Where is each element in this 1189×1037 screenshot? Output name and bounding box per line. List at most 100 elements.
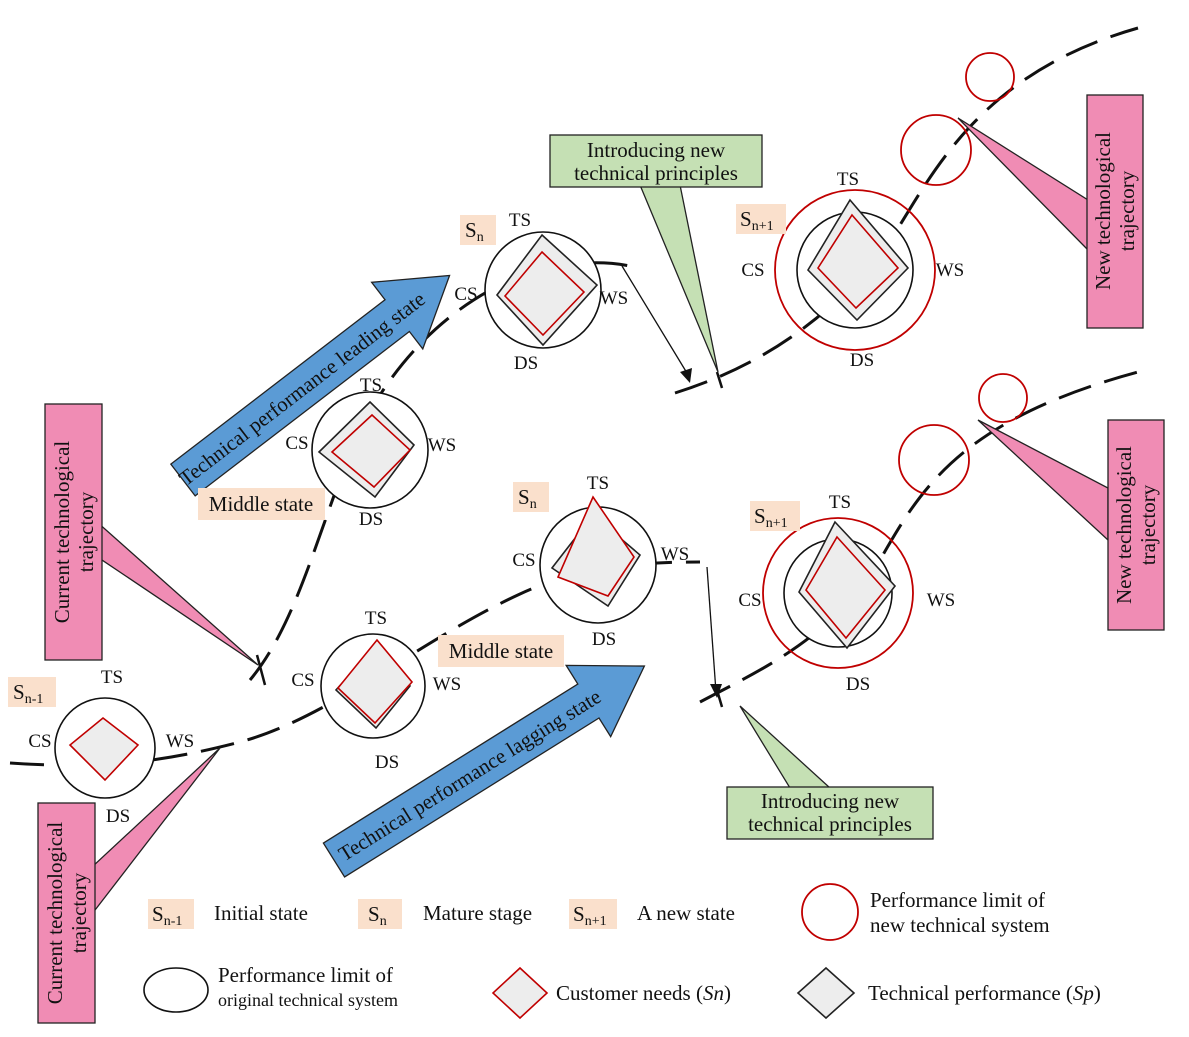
svg-text:A new state: A new state (637, 901, 735, 925)
axis-label-cs: CS (738, 590, 761, 611)
axis-label-cs: CS (454, 284, 477, 305)
svg-text:Middle state: Middle state (209, 492, 313, 516)
transition-arrow (706, 566, 717, 693)
state-label-middle-upper: Middle state (198, 488, 325, 520)
svg-text:Sn-1: Sn-1 (152, 902, 182, 929)
axis-label-ds: DS (514, 353, 538, 374)
new-trajectory-callout-upper: New technological trajectory (957, 94, 1144, 329)
axis-label-ds: DS (850, 350, 874, 371)
axis-label-ds: DS (592, 629, 616, 650)
svg-text:Sn: Sn (518, 485, 537, 512)
legend-technical-performance: Technical performance (Sp) (796, 966, 1101, 1020)
lower-new-trajectory-line (699, 370, 1139, 704)
transition-arrowhead (710, 684, 722, 698)
trajectory-tick (255, 654, 267, 686)
axis-label-ts: TS (360, 375, 382, 396)
axis-label-ts: TS (365, 608, 387, 629)
radar-node-middle-upper: TS CS WS DS (285, 375, 456, 530)
svg-text:Performance limit of: Performance limit of (218, 963, 393, 987)
svg-text:Sn+1: Sn+1 (573, 902, 607, 929)
axis-label-ws: WS (936, 260, 965, 281)
state-label-sn-minus-1: Sn-1 (8, 677, 56, 707)
svg-text:Sn+1: Sn+1 (740, 207, 774, 234)
axis-label-ds: DS (359, 509, 383, 530)
legend-initial-state: Sn-1 Initial state (148, 899, 308, 929)
axis-label-ts: TS (829, 492, 851, 513)
axis-label-cs: CS (291, 670, 314, 691)
radar-node-new-lower: TS CS WS DS (738, 492, 955, 695)
new-principles-callout-lower: Introducing new technical principles (726, 705, 934, 840)
trajectory-tick (715, 371, 724, 389)
legend-new-limit: Performance limit of new technical syste… (801, 883, 1050, 941)
state-label-sn-lower: Sn (513, 482, 549, 512)
axis-label-ds: DS (106, 806, 130, 827)
callout-text: New technological (1112, 446, 1136, 604)
svg-text:Sn: Sn (465, 218, 484, 245)
callout-text: trajectory (67, 872, 91, 953)
legend-mature-stage: Sn Mature stage (358, 899, 532, 929)
svg-text:Sn: Sn (368, 902, 387, 929)
axis-label-cs: CS (285, 433, 308, 454)
radar-node-middle-lower: TS CS WS DS (291, 608, 461, 773)
axis-label-ts: TS (101, 667, 123, 688)
new-limit-circle (978, 373, 1028, 423)
callout-text: technical principles (748, 812, 912, 836)
new-limit-circle (965, 52, 1015, 102)
legend: Sn-1 Initial state Sn Mature stage Sn+1 … (143, 883, 1101, 1020)
svg-text:original technical system: original technical system (218, 990, 398, 1010)
svg-text:Customer needs (Sn): Customer needs (Sn) (556, 981, 731, 1005)
current-trajectory-callout-lower: Current technological trajectory (37, 747, 221, 1024)
callout-text: Current technological (50, 441, 74, 624)
leading-state-arrow: Technical performance leading state (169, 274, 451, 497)
legend-original-limit: Performance limit of original technical … (143, 963, 398, 1013)
axis-label-ws: WS (927, 590, 956, 611)
axis-label-ws: WS (433, 674, 462, 695)
state-label-middle-lower: Middle state (438, 635, 564, 667)
transition-arrow (621, 265, 691, 379)
state-label-sn-plus-1-upper: Sn+1 (736, 204, 786, 234)
legend-new-state: Sn+1 A new state (569, 899, 735, 929)
transition-arrowhead (680, 368, 692, 383)
axis-label-ts: TS (587, 473, 609, 494)
svg-text:Initial state: Initial state (214, 901, 308, 925)
state-label-sn-upper: Sn (460, 215, 496, 245)
radar-node-mature-lower: TS CS WS DS (512, 473, 689, 650)
axis-label-ws: WS (661, 544, 690, 565)
radar-node-initial: TS CS WS DS (28, 667, 194, 827)
svg-text:new technical system: new technical system (870, 913, 1050, 937)
callout-text: trajectory (1115, 170, 1139, 251)
state-label-sn-plus-1-lower: Sn+1 (750, 501, 800, 531)
callout-text: trajectory (74, 491, 98, 572)
svg-text:Technical performance (Sp): Technical performance (Sp) (868, 981, 1101, 1005)
svg-text:Sn-1: Sn-1 (13, 680, 43, 707)
axis-label-cs: CS (512, 550, 535, 571)
upper-new-trajectory-line (674, 26, 1139, 395)
svg-text:Performance limit of: Performance limit of (870, 888, 1045, 912)
radar-node-mature-upper: TS CS WS DS (454, 210, 628, 374)
axis-label-ds: DS (375, 752, 399, 773)
axis-label-cs: CS (741, 260, 764, 281)
svg-text:Sn+1: Sn+1 (754, 504, 788, 531)
svg-text:Mature stage: Mature stage (423, 901, 532, 925)
callout-text: Current technological (43, 822, 67, 1005)
new-limit-circle (900, 114, 972, 186)
new-principles-callout-upper: Introducing new technical principles (549, 134, 763, 373)
axis-label-cs: CS (28, 731, 51, 752)
axis-label-ds: DS (846, 674, 870, 695)
axis-label-ws: WS (600, 288, 629, 309)
callout-text: trajectory (1136, 484, 1160, 565)
callout-text: Introducing new (761, 789, 900, 813)
svg-text:Middle state: Middle state (449, 639, 553, 663)
callout-text: technical principles (574, 161, 738, 185)
new-limit-circle (898, 424, 970, 496)
axis-label-ts: TS (509, 210, 531, 231)
callout-text: New technological (1091, 132, 1115, 290)
axis-label-ts: TS (837, 169, 859, 190)
new-trajectory-callout-lower: New technological trajectory (977, 419, 1165, 631)
radar-node-new-upper: TS CS WS DS (741, 169, 964, 371)
axis-label-ws: WS (428, 435, 457, 456)
legend-customer-needs: Customer needs (Sn) (491, 966, 731, 1020)
callout-text: Introducing new (587, 138, 726, 162)
